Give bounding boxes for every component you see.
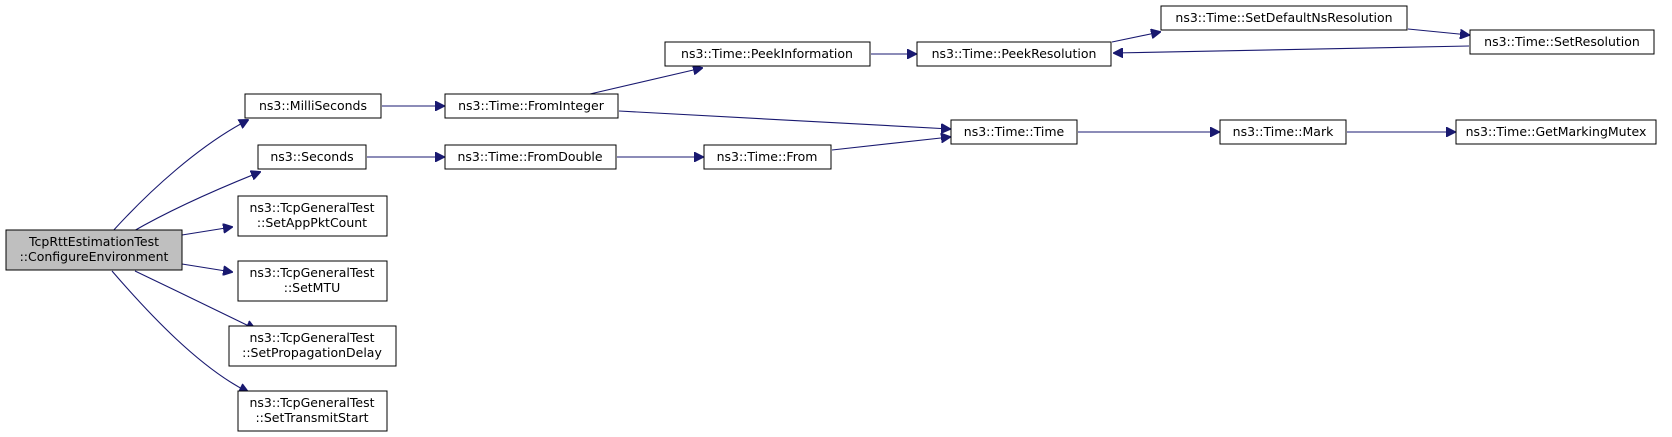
node-from-integer[interactable]: ns3::Time::FromInteger bbox=[444, 93, 619, 119]
node-root-line1: TcpRttEstimationTest bbox=[28, 234, 159, 249]
node-set-propagation-delay[interactable]: ns3::TcpGeneralTest ::SetPropagationDela… bbox=[228, 325, 397, 367]
node-root-configure-environment[interactable]: TcpRttEstimationTest ::ConfigureEnvironm… bbox=[5, 229, 183, 271]
node-from-integer-label: ns3::Time::FromInteger bbox=[458, 98, 605, 113]
node-get-marking-mutex[interactable]: ns3::Time::GetMarkingMutex bbox=[1455, 119, 1657, 145]
edge-root-to-seconds bbox=[131, 172, 260, 233]
edge-set-default-ns-resolution-to-set-resolution bbox=[1407, 28, 1469, 35]
edge-from-to-time bbox=[831, 137, 950, 151]
edge-set-resolution-to-peek-resolution bbox=[1114, 45, 1470, 53]
node-set-default-ns-resolution-label: ns3::Time::SetDefaultNsResolution bbox=[1175, 10, 1392, 25]
node-peek-resolution-label: ns3::Time::PeekResolution bbox=[932, 46, 1097, 61]
node-peek-information-label: ns3::Time::PeekInformation bbox=[681, 46, 853, 61]
node-set-mtu[interactable]: ns3::TcpGeneralTest ::SetMTU bbox=[237, 260, 388, 302]
node-seconds[interactable]: ns3::Seconds bbox=[257, 144, 367, 170]
edges bbox=[111, 28, 1470, 392]
node-peek-information[interactable]: ns3::Time::PeekInformation bbox=[664, 41, 871, 67]
edge-from-integer-to-time bbox=[618, 110, 950, 129]
node-time-label: ns3::Time::Time bbox=[964, 124, 1065, 139]
node-from[interactable]: ns3::Time::From bbox=[703, 144, 832, 170]
node-mark[interactable]: ns3::Time::Mark bbox=[1219, 119, 1347, 145]
node-milliseconds[interactable]: ns3::MilliSeconds bbox=[244, 93, 382, 119]
node-from-label: ns3::Time::From bbox=[717, 149, 818, 164]
edge-peek-resolution-to-set-default-ns-resolution bbox=[1111, 32, 1160, 43]
nodes: TcpRttEstimationTest ::ConfigureEnvironm… bbox=[5, 5, 1657, 432]
edge-root-to-milliseconds bbox=[111, 120, 248, 233]
node-peek-resolution[interactable]: ns3::Time::PeekResolution bbox=[916, 41, 1112, 67]
edge-root-to-set-propagation-delay bbox=[134, 270, 255, 329]
node-seconds-label: ns3::Seconds bbox=[270, 149, 353, 164]
edge-root-to-set-app-pkt-count bbox=[181, 227, 232, 236]
node-set-app-pkt-count[interactable]: ns3::TcpGeneralTest ::SetAppPktCount bbox=[237, 195, 388, 237]
node-set-resolution[interactable]: ns3::Time::SetResolution bbox=[1469, 29, 1655, 55]
node-set-propagation-delay-line2: ::SetPropagationDelay bbox=[242, 345, 382, 360]
node-set-default-ns-resolution[interactable]: ns3::Time::SetDefaultNsResolution bbox=[1160, 5, 1408, 31]
node-milliseconds-label: ns3::MilliSeconds bbox=[259, 98, 367, 113]
node-get-marking-mutex-label: ns3::Time::GetMarkingMutex bbox=[1466, 124, 1647, 139]
node-set-resolution-label: ns3::Time::SetResolution bbox=[1484, 34, 1640, 49]
node-root-line2: ::ConfigureEnvironment bbox=[20, 249, 169, 264]
node-time[interactable]: ns3::Time::Time bbox=[950, 119, 1078, 145]
edge-from-integer-to-peek-information bbox=[589, 68, 702, 95]
node-set-transmit-start[interactable]: ns3::TcpGeneralTest ::SetTransmitStart bbox=[237, 390, 388, 432]
node-from-double[interactable]: ns3::Time::FromDouble bbox=[444, 144, 617, 170]
node-set-mtu-line1: ns3::TcpGeneralTest bbox=[249, 265, 374, 280]
node-set-transmit-start-line2: ::SetTransmitStart bbox=[255, 410, 368, 425]
node-set-app-pkt-count-line2: ::SetAppPktCount bbox=[257, 215, 367, 230]
edge-root-to-set-transmit-start bbox=[111, 270, 248, 392]
node-set-app-pkt-count-line1: ns3::TcpGeneralTest bbox=[249, 200, 374, 215]
node-set-propagation-delay-line1: ns3::TcpGeneralTest bbox=[249, 330, 374, 345]
node-set-mtu-line2: ::SetMTU bbox=[284, 280, 341, 295]
node-from-double-label: ns3::Time::FromDouble bbox=[457, 149, 602, 164]
edge-root-to-set-mtu bbox=[181, 263, 232, 272]
node-set-transmit-start-line1: ns3::TcpGeneralTest bbox=[249, 395, 374, 410]
node-mark-label: ns3::Time::Mark bbox=[1233, 124, 1334, 139]
